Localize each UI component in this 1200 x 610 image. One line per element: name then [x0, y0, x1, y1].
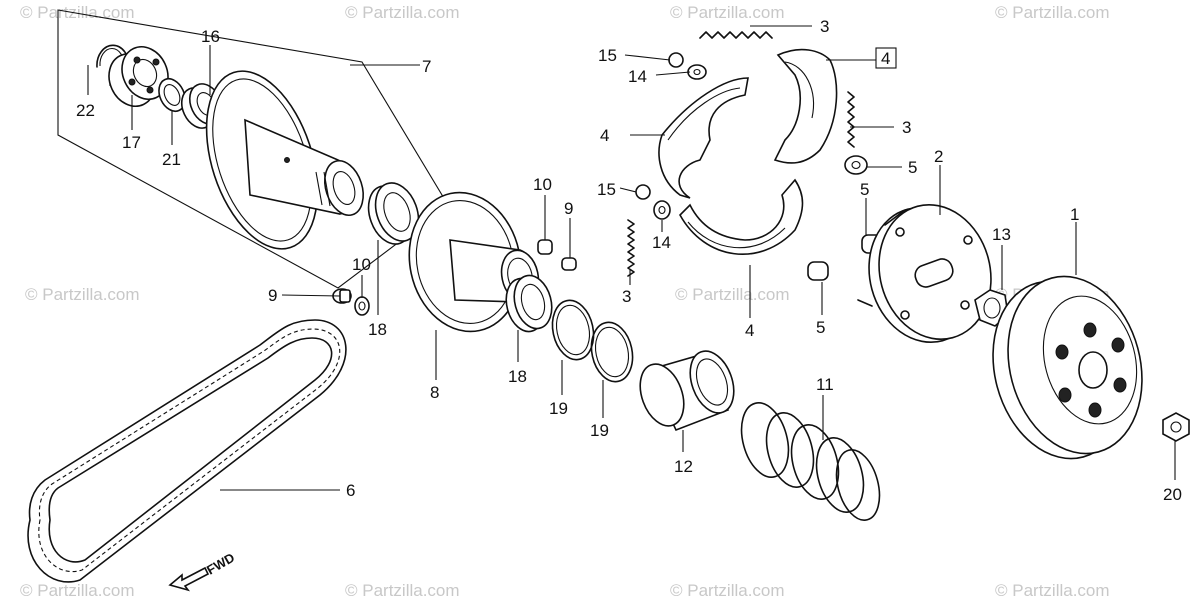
- clutch-shoe-lining-4: [773, 48, 838, 164]
- callout-14: 14: [628, 67, 647, 86]
- fwd-arrow-icon: FWD: [168, 550, 237, 592]
- callout-4: 4: [600, 126, 609, 145]
- callout-3: 3: [820, 17, 829, 36]
- callout-4-boxed: 4: [881, 49, 890, 68]
- callout-1: 1: [1070, 205, 1079, 224]
- watermark: © Partzilla.com: [995, 581, 1110, 600]
- boxed-callout-frame: [875, 47, 897, 69]
- washer-14-middle: [653, 200, 671, 220]
- clutch-outer-1: [992, 275, 1143, 460]
- guide-10-left: [354, 296, 370, 316]
- seal-18-lower: [505, 274, 553, 333]
- damper-5-top: [844, 155, 868, 175]
- spring-3-right: [847, 91, 855, 148]
- pin-9-right: [561, 257, 577, 271]
- watermark: © Partzilla.com: [20, 3, 135, 22]
- watermark: © Partzilla.com: [670, 3, 785, 22]
- subassembly-outline: [57, 9, 449, 289]
- o-ring-19-a: [551, 299, 595, 361]
- clip-15-top: [668, 52, 684, 68]
- callout-11: 11: [816, 375, 834, 394]
- callout-6: 6: [346, 481, 355, 500]
- callout-18: 18: [368, 320, 387, 339]
- callout-5: 5: [816, 318, 825, 337]
- callout-5: 5: [908, 158, 917, 177]
- watermark: © Partzilla.com: [675, 285, 790, 304]
- spring-3-middle: [627, 219, 635, 277]
- clutch-shoe-4-lower: [679, 178, 804, 255]
- spring-3-top: [699, 31, 773, 39]
- callout-18: 18: [508, 367, 527, 386]
- callout-14: 14: [652, 233, 671, 252]
- callout-labels: 1 2 3 3 3 4 4 4 5 5 5 6 7 8 9 9 10 10 11…: [76, 17, 1182, 504]
- watermark: © Partzilla.com: [995, 3, 1110, 22]
- bearing-17: [108, 46, 169, 107]
- damper-5-lower: [807, 261, 829, 281]
- callout-15: 15: [598, 46, 617, 65]
- callout-19: 19: [549, 399, 568, 418]
- collar-12: [639, 350, 735, 432]
- callout-16: 16: [201, 27, 220, 46]
- drive-plate-2: [857, 203, 992, 344]
- callout-17: 17: [122, 133, 141, 152]
- callout-21: 21: [162, 150, 181, 169]
- drive-belt-6: [27, 319, 347, 583]
- callout-3: 3: [622, 287, 631, 306]
- washer-14-top: [687, 64, 707, 80]
- watermark: © Partzilla.com: [25, 285, 140, 304]
- o-ring-19-b: [590, 321, 634, 383]
- callout-8: 8: [430, 383, 439, 402]
- guide-10-right: [537, 239, 553, 255]
- ring-21: [158, 77, 186, 113]
- watermark: © Partzilla.com: [20, 581, 135, 600]
- callout-5: 5: [860, 180, 869, 199]
- callout-2: 2: [934, 147, 943, 166]
- callout-10: 10: [533, 175, 552, 194]
- callout-9: 9: [268, 286, 277, 305]
- spring-11: [740, 402, 881, 521]
- callout-19: 19: [590, 421, 609, 440]
- callout-12: 12: [674, 457, 693, 476]
- callout-4: 4: [745, 321, 754, 340]
- watermark: © Partzilla.com: [345, 581, 460, 600]
- clutch-shoe-4-upper: [658, 77, 749, 199]
- callout-15: 15: [597, 180, 616, 199]
- leader-lines: [87, 25, 1176, 491]
- clip-15-middle: [635, 184, 651, 200]
- seal-18-upper: [367, 182, 420, 245]
- callout-10: 10: [352, 255, 371, 274]
- callout-7: 7: [422, 57, 431, 76]
- nut-20: [1162, 412, 1190, 442]
- callout-22: 22: [76, 101, 95, 120]
- callout-3: 3: [902, 118, 911, 137]
- fwd-label: FWD: [204, 550, 237, 578]
- callout-20: 20: [1163, 485, 1182, 504]
- watermark: © Partzilla.com: [670, 581, 785, 600]
- callout-13: 13: [992, 225, 1011, 244]
- watermark: © Partzilla.com: [345, 3, 460, 22]
- driven-face-7: [205, 70, 364, 250]
- callout-9: 9: [564, 199, 573, 218]
